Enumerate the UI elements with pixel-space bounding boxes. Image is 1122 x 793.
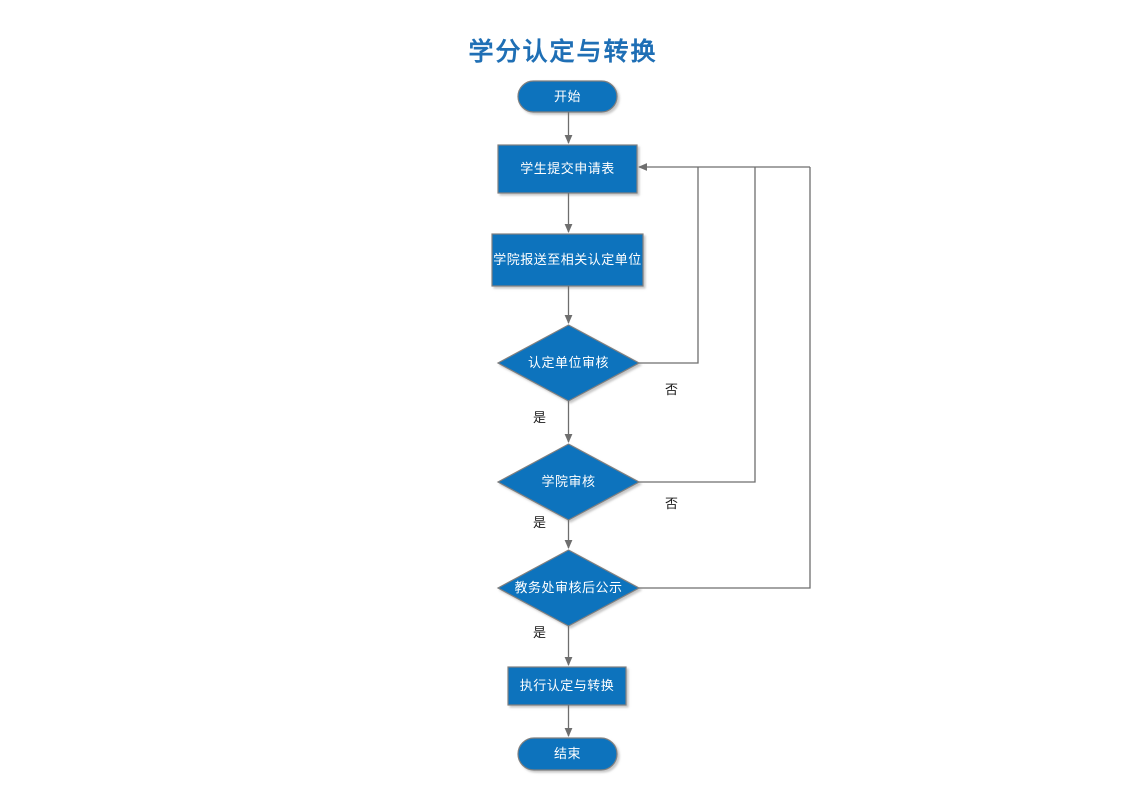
page-title: 学分认定与转换 [468, 39, 658, 66]
edge-label-collegereview-no: 否 [665, 496, 679, 511]
node-execute[interactable] [507, 666, 627, 706]
node-college-review[interactable] [496, 443, 641, 521]
edge-unitreview-no-loop [639, 167, 699, 364]
node-office-publicize[interactable] [496, 549, 641, 627]
edge-label-publicize-yes: 是 [533, 625, 547, 640]
node-submit-form[interactable] [497, 144, 638, 194]
edge-label-collegereview-yes: 是 [533, 515, 547, 530]
node-start[interactable] [517, 80, 618, 113]
node-unit-review[interactable] [496, 324, 641, 402]
edge-label-unitreview-yes: 是 [533, 410, 547, 425]
edge-label-unitreview-no: 否 [665, 382, 679, 397]
node-college-submit[interactable] [491, 233, 644, 287]
edge-collegereview-no-loop [639, 167, 756, 483]
edge-publicize-back-loop [639, 167, 811, 589]
node-end[interactable] [517, 737, 618, 771]
page-title-wrapper: 学分认定与转换 [403, 32, 723, 68]
